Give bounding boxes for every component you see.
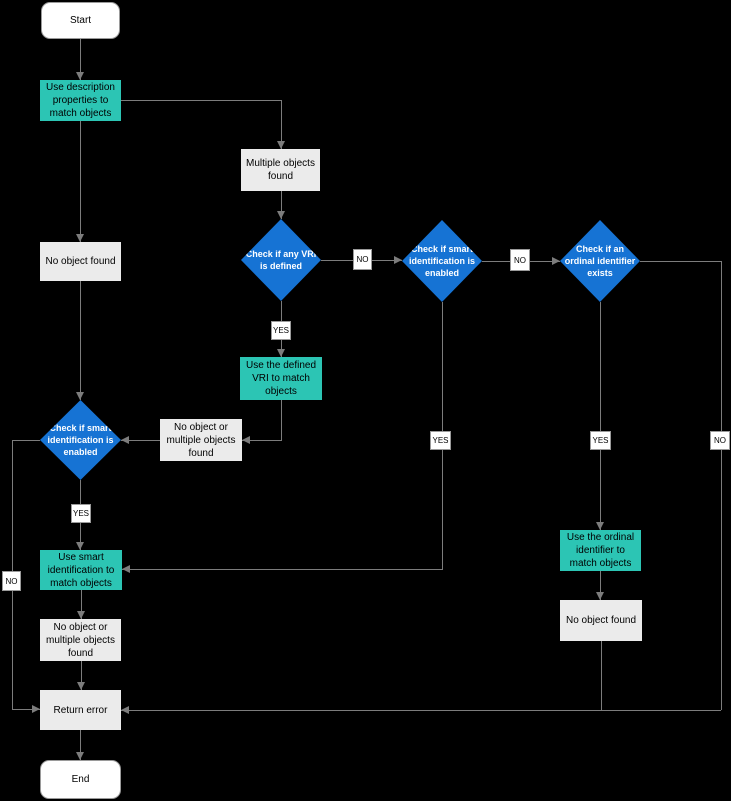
decision-check-smart-identification-left: Check if smart identification is enabled — [40, 400, 121, 480]
arrowhead — [77, 682, 85, 690]
arrowhead — [552, 257, 560, 265]
edge-label-yes-vri: YES — [271, 321, 291, 340]
node-no-object-found-right: No object found — [560, 600, 642, 641]
node-no-object-or-multiple-2: No object or multiple objects found — [40, 619, 121, 661]
arrowhead — [76, 542, 84, 550]
arrowhead — [32, 705, 40, 713]
arrowhead — [121, 706, 129, 714]
decision-check-if-any-vri-defined: Check if any VRI is defined — [241, 219, 321, 301]
edge-label-yes-smart-mid: YES — [430, 431, 451, 450]
node-use-ordinal-identifier: Use the ordinal identifier to match obje… — [560, 530, 641, 571]
node-multiple-objects-found: Multiple objects found — [241, 149, 320, 191]
arrowhead — [76, 72, 84, 80]
edge-label-no-vri: NO — [353, 249, 372, 270]
arrowhead — [76, 392, 84, 400]
arrowhead — [76, 752, 84, 760]
arrowhead — [394, 256, 402, 264]
node-use-smart-identification: Use smart identification to match object… — [40, 550, 122, 590]
decision-check-ordinal-identifier: Check if an ordinal identifier exists — [560, 220, 640, 302]
node-use-defined-vri: Use the defined VRI to match objects — [240, 357, 322, 400]
edge-label-no-smart-left: NO — [2, 571, 21, 591]
node-return-error: Return error — [40, 690, 121, 730]
arrowhead — [277, 349, 285, 357]
node-end: End — [40, 760, 121, 799]
edge-label-no-smart-mid: NO — [510, 249, 530, 271]
arrowhead — [596, 522, 604, 530]
arrowhead — [242, 436, 250, 444]
node-no-object-or-multiple-1: No object or multiple objects found — [160, 419, 242, 461]
arrowhead — [277, 141, 285, 149]
arrowhead — [277, 211, 285, 219]
node-use-description-properties: Use description properties to match obje… — [40, 80, 121, 121]
edge-label-yes-ordinal: YES — [590, 431, 611, 450]
arrowhead — [121, 436, 129, 444]
arrowhead — [596, 592, 604, 600]
arrowhead — [76, 234, 84, 242]
arrowhead — [77, 611, 85, 619]
decision-check-smart-identification-mid: Check if smart identification is enabled — [402, 220, 482, 302]
node-start: Start — [41, 2, 120, 39]
arrowhead — [122, 565, 130, 573]
edge-label-yes-smart-left: YES — [71, 504, 91, 523]
edge-label-no-ordinal: NO — [710, 431, 730, 450]
node-no-object-found-left: No object found — [40, 242, 121, 281]
